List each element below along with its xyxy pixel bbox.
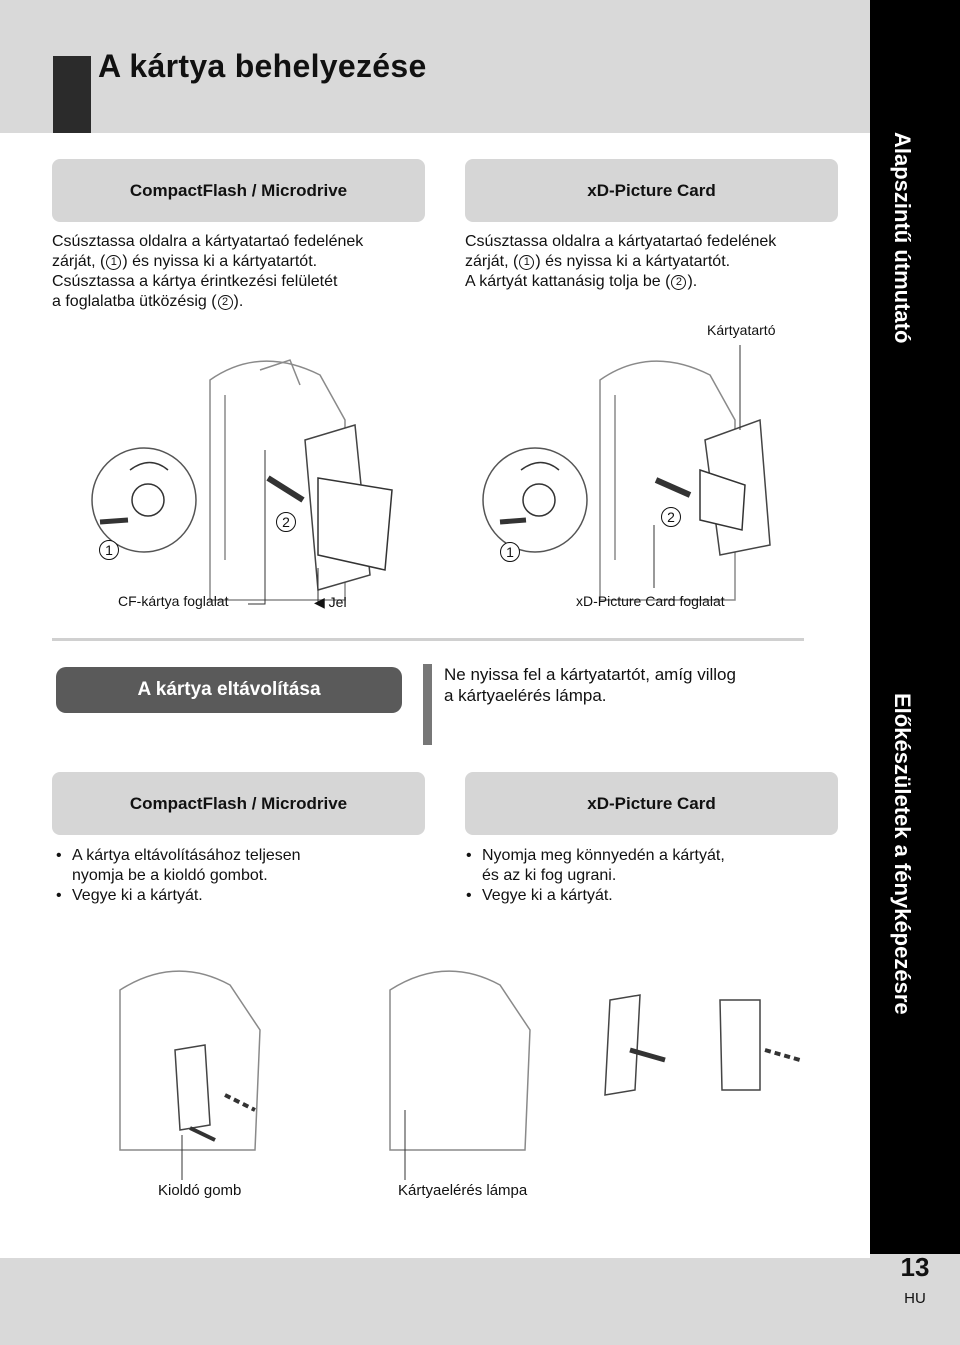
list-item: Vegye ki a kártyát. — [52, 886, 301, 906]
step-1-badge: 1 — [500, 542, 520, 562]
section-divider — [52, 638, 804, 641]
step-2-marker: 2 — [217, 295, 233, 310]
xd-slot-label: xD-Picture Card foglalat — [576, 593, 725, 609]
tab-remove-compactflash: CompactFlash / Microdrive — [52, 772, 425, 835]
step-1-badge: 1 — [99, 540, 119, 560]
page-number-box — [870, 1254, 960, 1345]
page-number: 13 — [900, 1252, 930, 1282]
text-line: zárját, (1) és nyissa ki a kártyatartót. — [465, 253, 731, 270]
tab-remove-xd-picture: xD-Picture Card — [465, 772, 838, 835]
text-line: Csúsztassa a kártya érintkezési felületé… — [52, 273, 338, 290]
cf-card-eject-sketch — [174, 1044, 211, 1131]
remove-xd-steps: Nyomja meg könnyedén a kártyát,és az ki … — [462, 846, 725, 906]
camera-illustrations — [91, 345, 801, 1180]
text-line: Csúsztassa oldalra a kártyatartaó fedelé… — [465, 233, 777, 250]
language-code: HU — [904, 1290, 926, 1307]
remove-cf-steps: A kártya eltávolításához teljesennyomja … — [52, 846, 301, 906]
step-1-marker: 1 — [106, 255, 122, 270]
insert-xd-instructions: Csúsztassa oldalra a kártyatartaó fedelé… — [465, 232, 776, 292]
eject-button-label: Kioldó gomb — [158, 1182, 242, 1199]
tab-insert-xd-picture: xD-Picture Card — [465, 159, 838, 222]
insert-cf-instructions: Csúsztassa oldalra a kártyatartaó fedelé… — [52, 232, 363, 312]
footer-band — [0, 1258, 870, 1345]
text-line: zárját, (1) és nyissa ki a kártyatartót. — [52, 253, 318, 270]
list-item: A kártya eltávolításához teljesennyomja … — [52, 846, 301, 886]
access-lamp-label: Kártyaelérés lámpa — [398, 1182, 528, 1199]
step-2-badge: 2 — [276, 512, 296, 532]
text-line: Csúsztassa oldalra a kártyatartaó fedelé… — [52, 233, 364, 250]
sidebar-section-top: Alapszintű útmutató — [890, 132, 915, 344]
title-marker — [53, 56, 91, 133]
text-line: A kártyát kattanásig tolja be (2). — [465, 273, 698, 290]
cf-slot-label: CF-kártya foglalat — [118, 593, 229, 609]
list-item: Nyomja meg könnyedén a kártyát,és az ki … — [462, 846, 725, 886]
text-line: a foglalatba ütközésig (2). — [52, 293, 244, 310]
zoom-circle — [91, 447, 197, 553]
sidebar — [870, 0, 960, 1345]
sidebar-section-bottom: Előkészületek a fényképezésre — [890, 693, 915, 1015]
remove-section-title: A kártya eltávolítása — [56, 667, 402, 713]
tab-insert-compactflash: CompactFlash / Microdrive — [52, 159, 425, 222]
warning-text: Ne nyissa fel a kártyatartót, amíg villo… — [444, 665, 736, 705]
card-holder-label: Kártyatartó — [707, 322, 776, 338]
step-1-marker: 1 — [519, 255, 535, 270]
header-band — [0, 0, 870, 133]
step-2-badge: 2 — [661, 507, 681, 527]
step-2-marker: 2 — [671, 275, 687, 290]
page-title: A kártya behelyezése — [98, 48, 427, 84]
warning-bar — [423, 664, 432, 745]
list-item: Vegye ki a kártyát. — [462, 886, 725, 906]
mark-label: ◀ Jel — [314, 594, 347, 610]
